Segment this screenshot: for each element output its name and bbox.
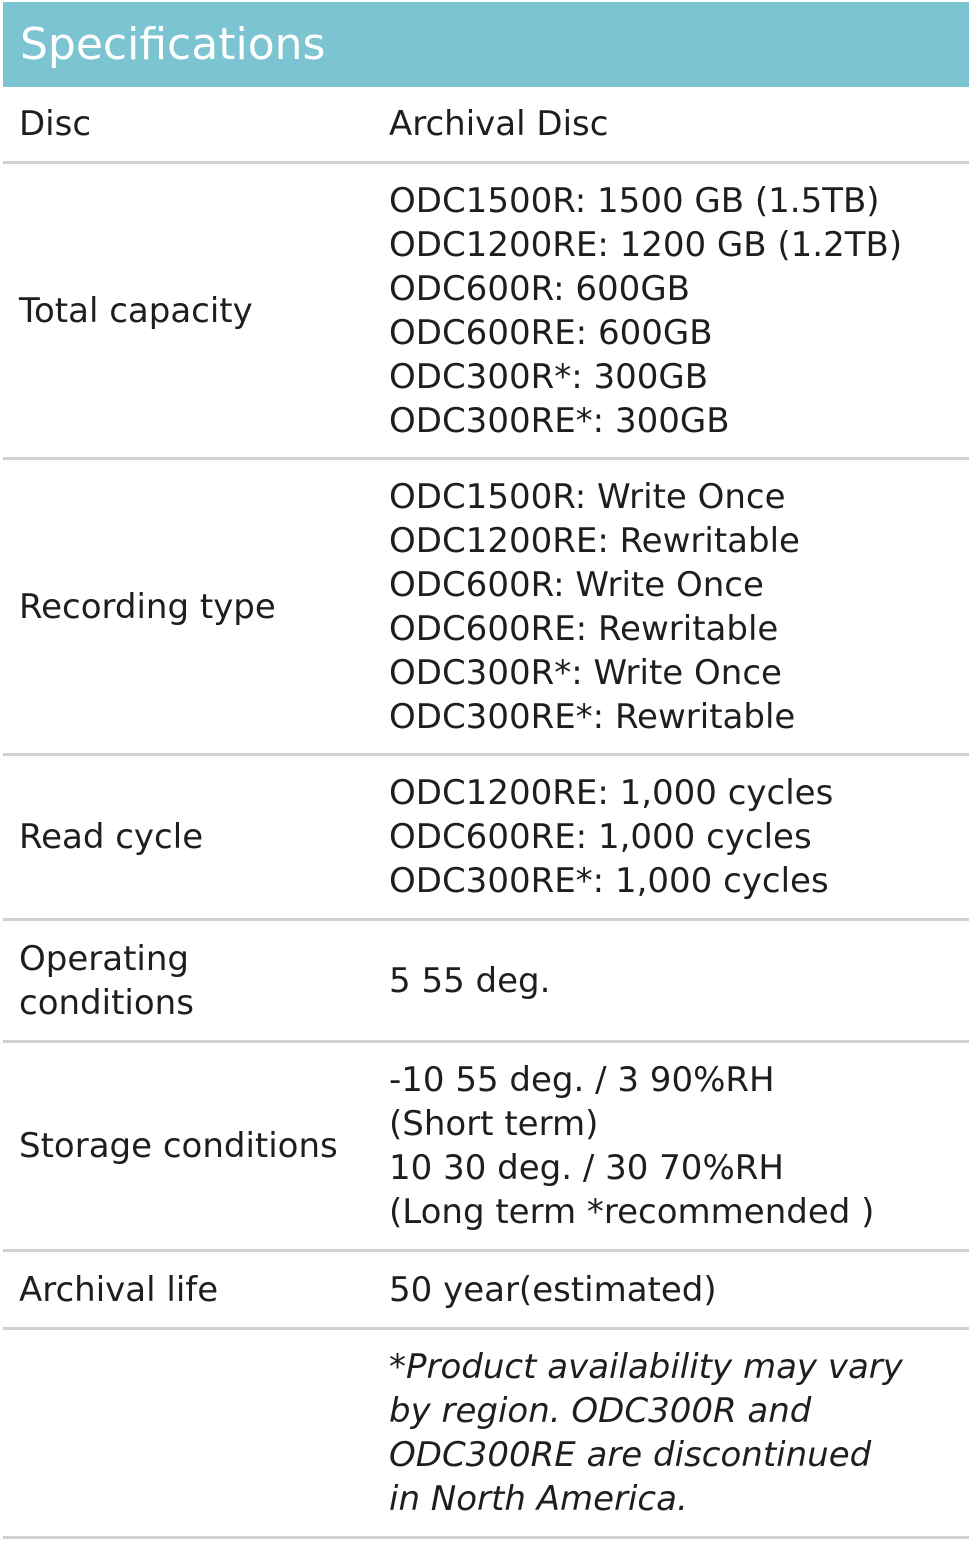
row-value: Archival Disc [389,102,969,146]
row-footnote: *Product availability may vary by region… [3,1330,969,1539]
footnote-line: *Product availability may vary [389,1347,903,1387]
label-line: Operating [19,938,189,979]
value-line: ODC600R: 600GB [389,268,690,309]
value-line: 5 55 deg. [389,960,551,1001]
footnote-line: by region. ODC300R and [389,1391,812,1431]
value-line: ODC600RE: 1,000 cycles [389,817,812,857]
row-label: Total capacity [19,290,253,331]
value-line: Archival Disc [389,104,609,144]
row-value: 5 55 deg. [389,959,969,1003]
row-disc: Disc Archival Disc [3,87,969,164]
row-value: -10 55 deg. / 3 90%RH (Short term) 10 30… [389,1058,969,1234]
row-label: Disc [19,104,92,144]
value-line: (Long term *recommended ) [389,1192,875,1232]
label-line: conditions [19,982,194,1023]
value-line: ODC300RE*: 1,000 cycles [389,861,829,901]
row-archival-life: Archival life 50 year(estimated) [3,1252,969,1330]
value-line: ODC1500R: 1500 GB (1.5TB) [389,180,880,221]
row-value: 50 year(estimated) [389,1268,969,1312]
value-line: ODC300RE*: Rewritable [389,696,796,737]
row-label: Recording type [19,586,276,627]
value-line: ODC600R: Write Once [389,564,764,605]
footnote-text: *Product availability may vary by region… [389,1345,969,1521]
value-line: ODC600RE: Rewritable [389,608,779,649]
value-line: ODC300R*: Write Once [389,652,782,693]
row-operating-conditions: Operating conditions 5 55 deg. [3,921,969,1043]
header-title: Specifications [20,19,326,70]
specifications-table: Specifications Disc Archival Disc Total … [3,2,969,1539]
value-line: ODC300R*: 300GB [389,356,709,397]
value-line: ODC1200RE: Rewritable [389,520,800,561]
footnote-line: ODC300RE are discontinued [389,1435,872,1475]
row-read-cycle: Read cycle ODC1200RE: 1,000 cycles ODC60… [3,756,969,921]
value-line: 50 year(estimated) [389,1269,717,1310]
value-line: ODC300RE*: 300GB [389,400,730,441]
row-value: ODC1500R: 1500 GB (1.5TB) ODC1200RE: 120… [389,179,969,443]
value-line: ODC1200RE: 1200 GB (1.2TB) [389,224,903,265]
row-value: ODC1200RE: 1,000 cycles ODC600RE: 1,000 … [389,771,969,903]
value-line: ODC600RE: 600GB [389,312,713,353]
row-label: Read cycle [19,817,204,857]
row-label: Archival life [19,1269,219,1310]
value-line: ODC1200RE: 1,000 cycles [389,773,834,813]
row-value: ODC1500R: Write Once ODC1200RE: Rewritab… [389,475,969,739]
value-line: (Short term) [389,1104,599,1144]
footnote-line: in North America. [389,1479,688,1519]
value-line: -10 55 deg. / 3 90%RH [389,1060,775,1100]
row-label: Operating conditions [3,937,389,1025]
value-line: 10 30 deg. / 30 70%RH [389,1148,784,1188]
row-storage-conditions: Storage conditions -10 55 deg. / 3 90%RH… [3,1043,969,1252]
row-total-capacity: Total capacity ODC1500R: 1500 GB (1.5TB)… [3,164,969,460]
row-recording-type: Recording type ODC1500R: Write Once ODC1… [3,460,969,756]
table-header: Specifications [3,2,969,87]
value-line: ODC1500R: Write Once [389,476,786,517]
row-label: Storage conditions [19,1126,338,1166]
